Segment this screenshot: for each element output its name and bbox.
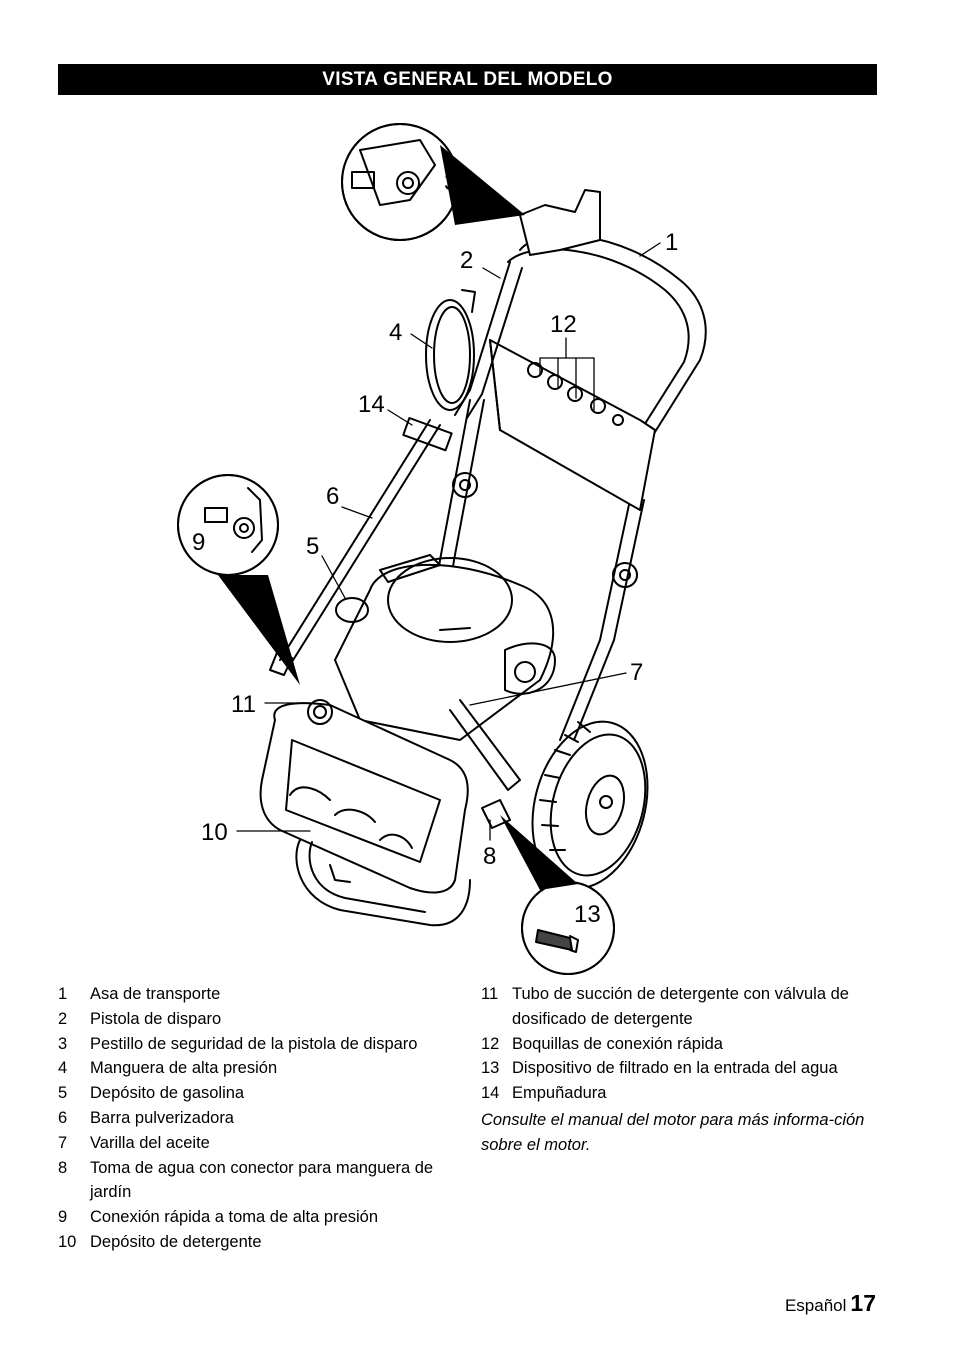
callout-14: 14 <box>358 391 385 418</box>
spray-gun <box>454 189 601 419</box>
legend-text: Manguera de alta presión <box>90 1059 278 1078</box>
legend-number: 3 <box>58 1034 68 1053</box>
callout-7: 7 <box>630 659 643 686</box>
legend-text: Depósito de gasolina <box>90 1084 245 1103</box>
legend-item: 6 Barra pulverizadora <box>58 1106 478 1131</box>
legend-number: 10 <box>58 1232 77 1251</box>
legend-text: Dispositivo de filtrado en la entrada de… <box>512 1059 838 1078</box>
legend-number: 11 <box>481 985 499 1003</box>
detergent-valve <box>307 699 333 725</box>
callout-11: 11 <box>231 691 256 718</box>
legend-number: 14 <box>481 1084 500 1103</box>
legend-number: 9 <box>58 1208 68 1227</box>
callout-2: 2 <box>460 247 473 274</box>
handle-knobs <box>452 472 638 588</box>
legend-number: 8 <box>58 1158 68 1177</box>
legend-item: 12 Boquillas de conexión rápida <box>481 1032 881 1057</box>
legend-text: Depósito de detergente <box>90 1232 262 1251</box>
legend-text: Conexión rápida a toma de alta presión <box>90 1208 379 1227</box>
spray-wand <box>269 417 453 676</box>
legend-text: Asa de transporte <box>90 985 221 1003</box>
legend-number: 1 <box>58 985 68 1003</box>
legend-text: Varilla del aceite <box>90 1133 210 1152</box>
legend-text: Boquillas de conexión rápida <box>512 1034 723 1053</box>
detail-circle-13 <box>500 815 615 975</box>
legend-number: 7 <box>58 1133 68 1152</box>
callout-13: 13 <box>574 901 601 928</box>
legend-item: 11 Tubo de succión de detergente con válv… <box>481 982 881 1032</box>
legend-number: 2 <box>58 1009 68 1028</box>
callout-leaders <box>236 242 661 841</box>
legend-item: 9 Conexión rápida a toma de alta presión <box>58 1205 478 1230</box>
legend-text: Pistola de disparo <box>90 1009 222 1028</box>
footer-language: Español <box>784 1296 847 1315</box>
legend-number: 12 <box>481 1034 500 1053</box>
section-title-bar: VISTA GENERAL DEL MODELO <box>58 64 877 95</box>
callout-4: 4 <box>389 319 402 346</box>
engine <box>334 554 556 741</box>
legend-item: 2 Pistola de disparo <box>58 1007 478 1032</box>
callout-12: 12 <box>550 311 577 338</box>
callout-1: 1 <box>665 229 678 256</box>
page-number: 17 <box>850 1290 876 1316</box>
legend-item: 10 Depósito de detergente <box>58 1230 478 1255</box>
legend-text: Barra pulverizadora <box>90 1108 234 1127</box>
legend-right-column: 11 Tubo de succión de detergente con válv… <box>481 982 881 1158</box>
callout-6: 6 <box>326 483 339 510</box>
engine-manual-note: Consulte el manual del motor para más in… <box>481 1110 865 1154</box>
control-panel <box>489 339 656 511</box>
legend-number: 6 <box>58 1108 68 1127</box>
callout-9: 9 <box>192 529 205 556</box>
legend-item: 4 Manguera de alta presión <box>58 1056 478 1081</box>
legend-text: Tubo de succión de detergente con válvul… <box>512 985 849 1028</box>
legend-number: 4 <box>58 1059 68 1078</box>
water-inlet <box>449 699 521 829</box>
callout-labels: 1 2 3 4 5 6 7 8 9 10 11 12 13 14 <box>192 169 678 928</box>
legend-item: 13 Dispositivo de filtrado en la entrada … <box>481 1056 881 1081</box>
legend-item: 5 Depósito de gasolina <box>58 1081 478 1106</box>
hose-reel <box>425 289 476 411</box>
callout-8: 8 <box>483 843 496 870</box>
detergent-tank <box>259 702 471 927</box>
legend-item: 8 Toma de agua con conector para manguera… <box>58 1156 478 1206</box>
legend-left-column: 1 Asa de transporte 2 Pistola de disparo 3… <box>58 982 478 1255</box>
callout-10: 10 <box>201 819 228 846</box>
legend-text: Empuñadura <box>512 1084 607 1103</box>
callout-5: 5 <box>306 533 319 560</box>
legend-item: 1 Asa de transporte <box>58 982 478 1007</box>
legend-text: Toma de agua con conector para manguera … <box>90 1158 434 1202</box>
legend-number: 5 <box>58 1084 68 1103</box>
legend-text: Pestillo de seguridad de la pistola de d… <box>90 1034 418 1053</box>
legend-item: 3 Pestillo de seguridad de la pistola de … <box>58 1032 478 1057</box>
legend-number: 13 <box>481 1059 500 1078</box>
legend-item: 7 Varilla del aceite <box>58 1131 478 1156</box>
callout-3: 3 <box>444 169 457 196</box>
pressure-washer-diagram: 1 2 3 4 5 6 7 8 9 10 11 12 13 14 <box>177 123 707 975</box>
detail-circle-9 <box>177 474 300 685</box>
legend-item: 14 Empuñadura <box>481 1081 881 1106</box>
detail-circle-3 <box>341 123 525 241</box>
section-title: VISTA GENERAL DEL MODELO <box>322 68 613 90</box>
